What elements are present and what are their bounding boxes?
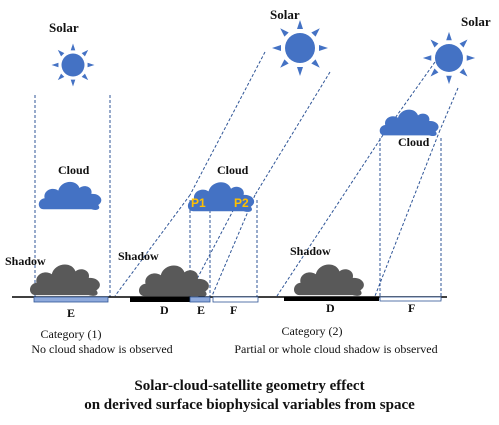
d-label-3: D [326, 301, 335, 315]
ray-line [439, 87, 459, 131]
cloud-label-2: Cloud [217, 163, 249, 177]
d-strip-2 [130, 297, 190, 302]
shadow-cloud-icon-1 [30, 264, 100, 296]
shadow-cloud-icon-2 [139, 265, 209, 297]
solar-label-3: Solar [461, 14, 491, 29]
e-label-2: E [197, 303, 205, 317]
caption-line-2: on derived surface biophysical variables… [84, 397, 415, 413]
sun-icon-3 [422, 31, 476, 85]
p2-label: P2 [234, 196, 249, 210]
category2-title: Category (2) [282, 324, 343, 338]
d-strip-3 [284, 297, 379, 301]
ray-line [374, 129, 441, 297]
cloud-label-3: Cloud [398, 135, 430, 149]
caption-line-1: Solar-cloud-satellite geometry effect [134, 378, 365, 394]
cloud-icon-3 [379, 109, 439, 137]
category1-description: No cloud shadow is observed [31, 342, 172, 356]
category1-scene: Solar Cloud Shadow E Category (1) No clo… [5, 20, 173, 356]
shadow-label-1: Shadow [5, 254, 46, 268]
sun-icon-1 [51, 43, 95, 87]
shadow-label-2: Shadow [118, 249, 159, 263]
f-label-2: F [230, 303, 237, 317]
e-strip-2 [189, 296, 211, 303]
category2-scene: Solar Solar Cloud P1 P2 Shadow D E F [114, 7, 491, 356]
ray-line [211, 194, 256, 297]
d-label-2: D [160, 303, 169, 317]
shadow-label-3: Shadow [290, 244, 331, 258]
cloud-label-1: Cloud [58, 163, 90, 177]
ray-line [189, 51, 266, 196]
f-strip-3 [379, 296, 442, 302]
ray-line [254, 71, 331, 196]
f-label-3: F [408, 301, 415, 315]
cloud-icon-1 [38, 181, 102, 210]
e-label-1: E [67, 306, 75, 320]
p1-label: P1 [191, 196, 206, 210]
solar-label-1: Solar [49, 20, 79, 35]
f-strip-2 [212, 296, 259, 303]
shadow-cloud-icon-3 [294, 264, 364, 296]
solar-label-2: Solar [270, 7, 300, 22]
sun-icon-2 [272, 20, 328, 76]
category2-description: Partial or whole cloud shadow is observe… [234, 342, 437, 356]
category1-title: Category (1) [41, 327, 102, 341]
ray-line [114, 194, 191, 297]
e-strip-1 [33, 296, 109, 303]
ray-line [276, 134, 384, 297]
